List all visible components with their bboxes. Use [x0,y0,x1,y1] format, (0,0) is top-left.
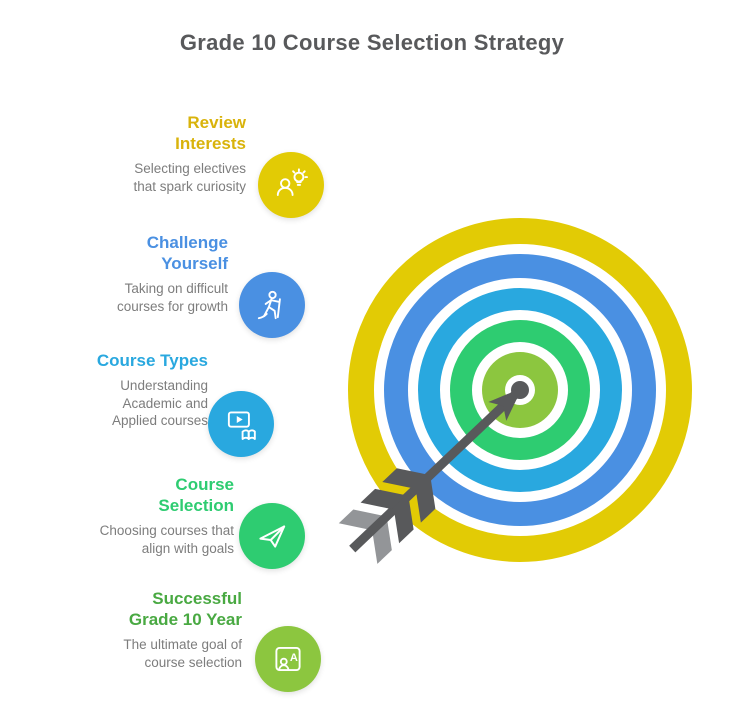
step-description: Understanding Academic and Applied cours… [111,378,208,428]
step-title: Challenge Yourself [146,233,228,273]
arrow-feather-top-2 [360,488,407,510]
step-title: Course Types [96,351,208,370]
arrow-shaft [349,388,521,553]
step-description: Selecting electives that spark curiosity [133,161,246,194]
paper-plane-icon [239,503,305,569]
target-ring-2 [384,254,656,526]
person-lightbulb-glyph [276,168,308,196]
step-title: Successful Grade 10 Year [128,589,242,629]
target-ring-3 [418,288,622,492]
student-card-glyph: A [275,646,301,672]
arrow-head [488,388,522,421]
arrow [338,388,522,564]
step-title: Review Interests [175,113,246,153]
arrow-feather-bottom-1 [416,477,436,523]
target-ring-4 [450,320,590,460]
target-ring-outer [348,218,692,562]
student-card-icon: A [255,626,321,692]
step-review-interests: Review Interests Selecting electives tha… [60,112,246,195]
step-title: Course Selection [158,475,234,515]
step-successful-year: Successful Grade 10 Year The ultimate go… [56,588,242,671]
step-description: Choosing courses that align with goals [99,523,234,556]
step-course-selection: Course Selection Choosing courses that a… [48,474,234,557]
paper-plane-glyph [259,525,286,548]
hiker-icon [239,272,305,338]
hiker-glyph [257,290,281,320]
arrow-feather-bottom-2 [394,498,414,544]
page-title: Grade 10 Course Selection Strategy [179,30,565,55]
arrow-feather-top-1 [382,468,428,489]
letter-a-glyph: A [290,652,298,664]
step-challenge-yourself: Challenge Yourself Taking on difficult c… [42,232,228,315]
media-screen-book-icon [208,391,274,457]
step-description: Taking on difficult courses for growth [116,281,228,314]
person-lightbulb-icon [258,152,324,218]
step-description: The ultimate goal of course selection [123,637,242,670]
media-screen-book-glyph [227,411,256,440]
step-course-types: Course Types Understanding Academic and … [30,350,208,430]
